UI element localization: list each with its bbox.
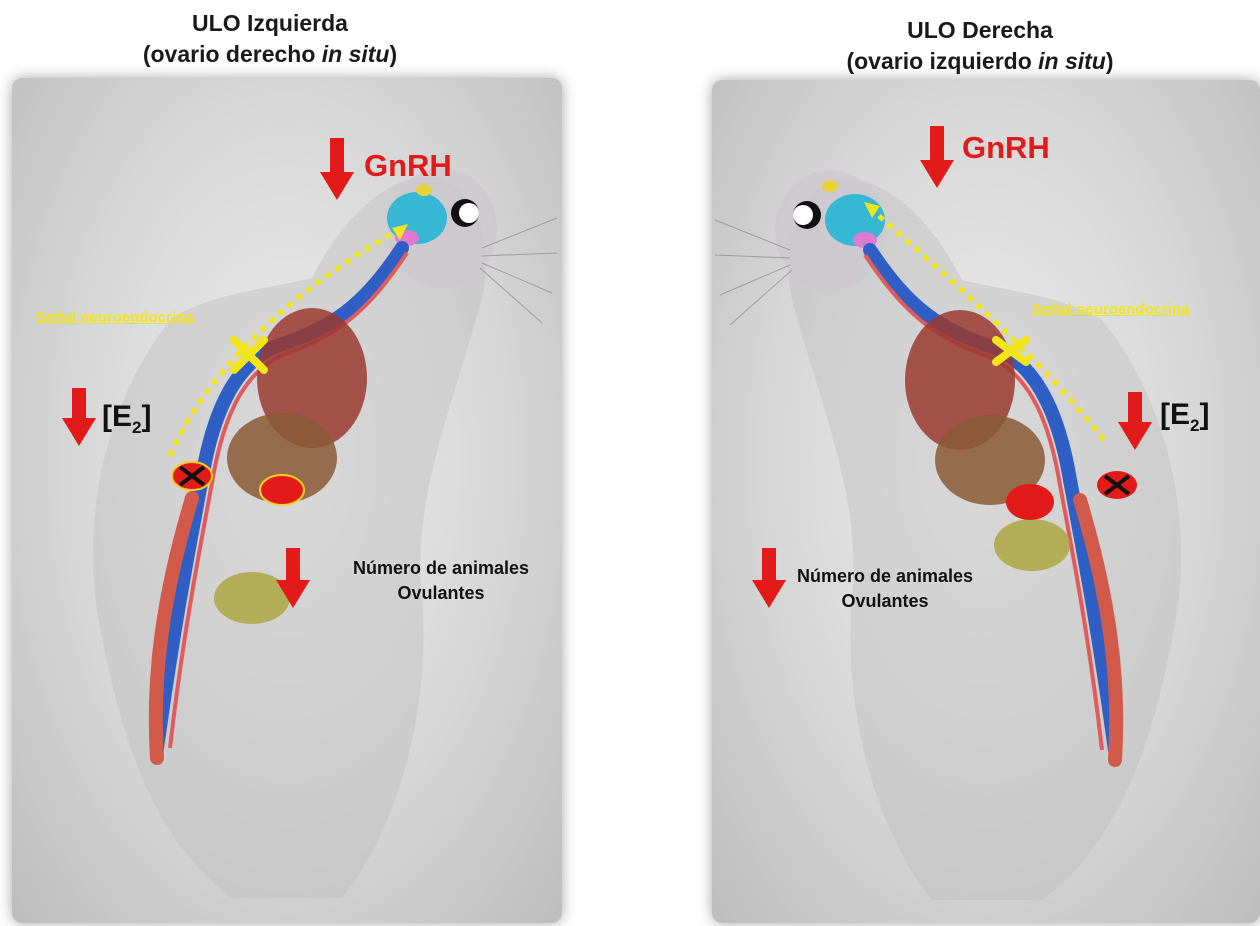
left-title: ULO Izquierda (ovario derecho in situ)	[60, 8, 480, 70]
right-rat-illustration	[712, 80, 1260, 923]
left-title-line1: ULO Izquierda	[60, 8, 480, 39]
right-title-line2: (ovario izquierdo in situ)	[760, 46, 1200, 77]
right-title: ULO Derecha (ovario izquierdo in situ)	[760, 15, 1200, 77]
left-count-label: Número de animales Ovulantes	[306, 556, 576, 606]
right-bladder	[994, 519, 1070, 571]
right-count-label: Número de animales Ovulantes	[780, 564, 990, 614]
right-gnrh-label: GnRH	[962, 130, 1050, 166]
left-e2-label: [E2]	[102, 400, 151, 438]
left-e2-arrow	[62, 388, 96, 446]
right-ovary-in-situ	[1006, 484, 1054, 520]
right-gnrh-arrow	[920, 126, 954, 188]
left-ovary-removed	[172, 462, 212, 490]
left-rat-illustration	[12, 78, 562, 923]
left-count-arrow	[276, 548, 310, 608]
right-e2-label: [E2]	[1160, 398, 1209, 436]
right-title-line1: ULO Derecha	[760, 15, 1200, 46]
left-title-line2: (ovario derecho in situ)	[60, 39, 480, 70]
right-ovary-removed	[1097, 471, 1137, 499]
left-gnrh-arrow	[320, 138, 354, 200]
left-ovary-in-situ	[260, 475, 304, 505]
left-gnrh-label: GnRH	[364, 148, 452, 184]
left-signal-label: Señal neuroendocrina	[36, 309, 194, 326]
right-e2-arrow	[1118, 392, 1152, 450]
right-signal-label: Señal neuroendocrina	[1032, 301, 1190, 318]
